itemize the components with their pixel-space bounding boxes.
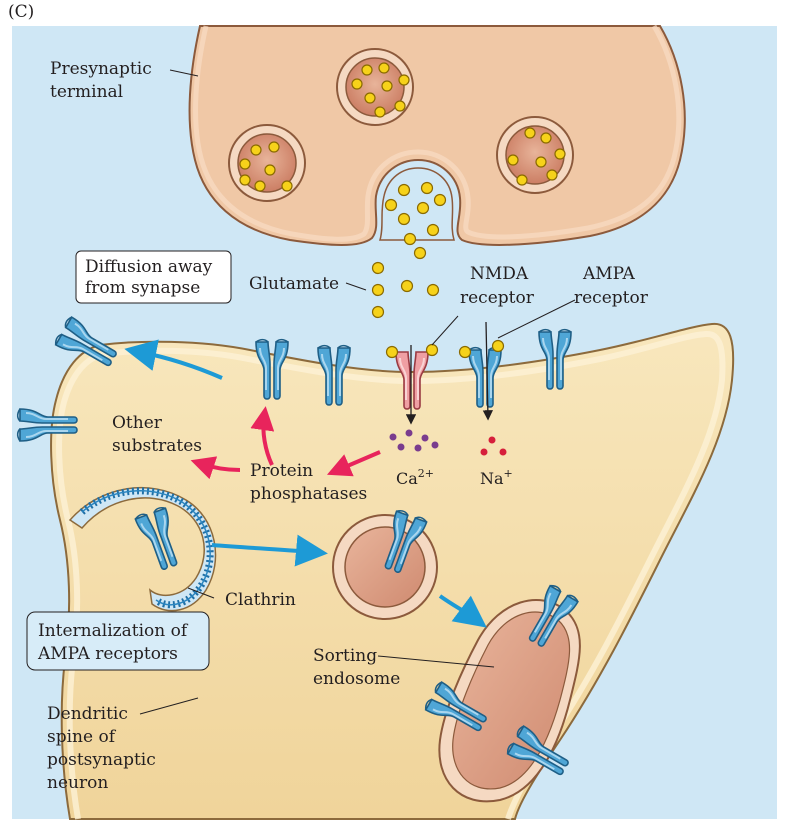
label-protein-phosphatases: Protein phosphatases [250,461,367,504]
label-nmda-receptor: NMDA receptor [460,264,535,308]
sodium-flow-arrow [482,321,494,421]
label-ampa-receptor: AMPA receptor [574,264,649,308]
label-sodium: Na+ [480,467,513,488]
glutamate-molecules-cleft [371,181,447,319]
phosphatase-to-substrates-arrow [190,456,241,480]
sodium-ions [480,436,507,456]
label-other-substrates: Other substrates [112,413,202,456]
glutamate-molecules-vesicles [239,62,566,192]
leader-lines [139,69,576,715]
phosphatase-to-receptor-arrow [250,406,275,466]
internalization-label-box [26,611,210,671]
diffusion-label-box [75,250,232,304]
label-presynaptic-terminal: Presynaptic terminal [50,59,157,102]
synaptic-vesicle [336,48,414,126]
label-diffusion-away: Diffusion away from synapse [85,257,218,298]
sorting-arrow [438,594,487,628]
panel-label: (C) [8,2,34,22]
label-dendritic-spine: Dendritic spine of postsynaptic neuron [47,704,161,793]
calcium-ions [389,429,439,452]
glutamate-bound [385,339,505,359]
clathrin-coated-pit [68,487,217,612]
diffusion-arrow [124,339,223,380]
label-sorting-endosome: Sorting endosome [313,646,400,689]
label-clathrin: Clathrin [225,590,296,610]
calcium-to-phosphatase-arrow [326,450,381,477]
internalization-arrow [211,534,328,567]
fusion-pocket [379,167,455,241]
label-calcium: Ca2+ [396,467,434,488]
label-internalization: Internalization of AMPA receptors [37,621,193,664]
presynaptic-terminal [188,25,686,246]
label-glutamate: Glutamate [249,274,339,294]
